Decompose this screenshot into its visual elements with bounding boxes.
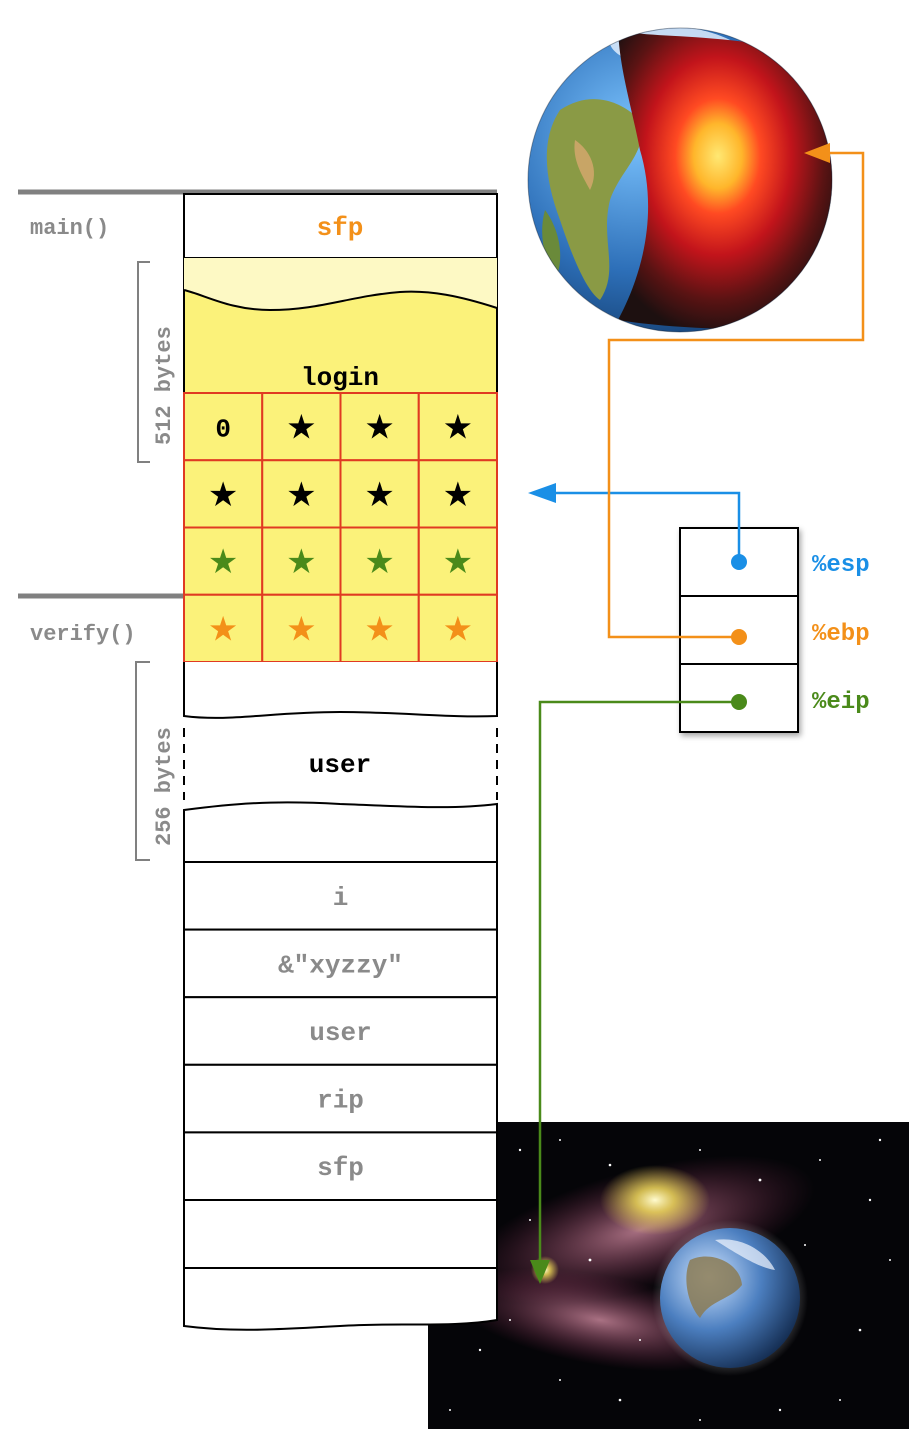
earth-core-cutaway-icon [527, 27, 833, 333]
esp-register-label: %esp [812, 552, 870, 579]
empty-slot-1 [183, 1199, 498, 1269]
star-icon: ★ [364, 408, 394, 448]
login-grid: 0 ★ ★ ★ ★ ★ ★ ★ ★ ★ ★ ★ ★ ★ ★ ★ [183, 392, 498, 663]
star-icon: ★ [443, 542, 473, 582]
login-size-label: 512 bytes [152, 326, 177, 445]
login-grid-cell [261, 593, 342, 663]
stack-slot-label: sfp [317, 1153, 364, 1183]
login-grid-cell [183, 593, 264, 663]
star-icon: ★ [364, 475, 394, 515]
stack-slot [183, 1063, 498, 1134]
stack-slot [183, 861, 498, 931]
empty-slot-2 [183, 1267, 498, 1331]
star-icon: ★ [443, 408, 473, 448]
star-icon: ★ [443, 475, 473, 515]
stack-slots: i &"xyzzy" user rip sfp [183, 861, 498, 1202]
login-wave-line [183, 289, 498, 312]
star-icon: ★ [208, 475, 238, 515]
star-icon: ★ [208, 542, 238, 582]
star-icon: ★ [364, 542, 394, 582]
login-grid-cell [339, 526, 420, 596]
sfp-main-label: sfp [317, 213, 364, 243]
ebp-register-label: %ebp [812, 621, 870, 648]
login-grid-cell [339, 593, 420, 663]
stack-slot [183, 1131, 498, 1202]
login-grid-cell [261, 392, 342, 462]
login-size-bracket [137, 261, 150, 463]
login-grid-value: 0 [215, 415, 231, 445]
user-buffer-label: user [309, 750, 371, 780]
star-icon: ★ [286, 542, 316, 582]
star-icon: ★ [443, 609, 473, 649]
stack-slot [183, 996, 498, 1066]
user-buffer-bottom [183, 801, 498, 863]
login-grid-cell [417, 593, 498, 663]
user-size-label: 256 bytes [152, 727, 177, 846]
stack-slot-label: i [333, 883, 349, 913]
star-icon: ★ [208, 609, 238, 649]
user-size-bracket [135, 661, 150, 861]
login-grid-cell [183, 392, 264, 462]
verify-frame-label: verify() [30, 622, 136, 647]
stack-slot-label: user [309, 1018, 371, 1048]
login-grid-cell [261, 459, 342, 529]
main-frame-label: main() [30, 216, 109, 241]
star-icon: ★ [286, 408, 316, 448]
login-grid-cell [417, 526, 498, 596]
stack-slot-label: rip [317, 1086, 364, 1116]
galaxy-with-earth-icon [428, 1122, 909, 1429]
login-grid-cell [261, 526, 342, 596]
eip-pointer-arrow [530, 694, 747, 1284]
stack-column: sfp login 0 ★ ★ ★ ★ ★ ★ ★ ★ ★ ★ ★ ★ ★ ★ ★ user i &"xyzzy… [183, 193, 498, 1331]
star-icon: ★ [286, 475, 316, 515]
ebp-pointer-arrow [607, 143, 865, 645]
stack-slot [183, 928, 498, 999]
star-icon: ★ [364, 609, 394, 649]
login-grid-cell [339, 392, 420, 462]
eip-register-label: %eip [812, 689, 870, 716]
star-icon: ★ [286, 609, 316, 649]
login-label: login [301, 363, 379, 393]
login-wavy-top [184, 258, 497, 310]
user-buffer-top [183, 662, 498, 719]
esp-pointer-arrow [528, 483, 747, 570]
stack-slot-label: &"xyzzy" [278, 950, 403, 980]
login-grid-cell [183, 526, 264, 596]
